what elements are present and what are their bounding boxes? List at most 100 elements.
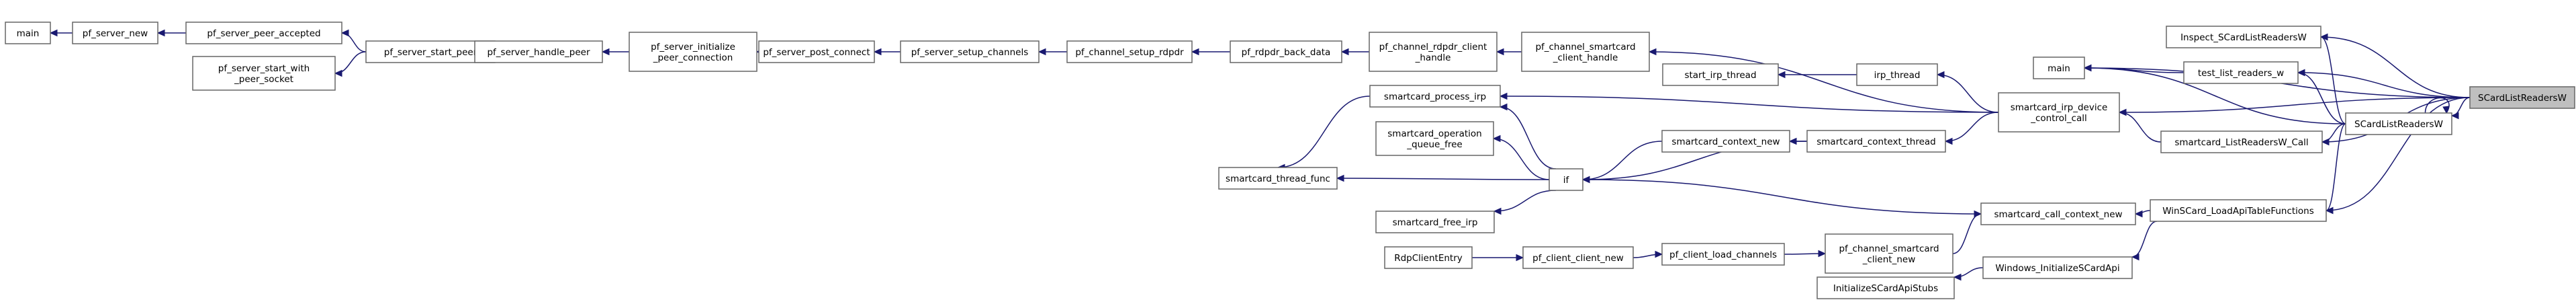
node-pf-client-load-channels[interactable]: pf_client_load_channels (1661, 243, 1785, 266)
edge-arrowhead (1340, 48, 1349, 56)
edge-arrowhead (49, 29, 58, 37)
edge-if-to-smartcard_thread_func (1336, 178, 1550, 180)
node-label: pf_server_setup_channels (911, 47, 1029, 58)
edge-SCardListReadersW-to-Inspect_SCardListReadersW (2320, 36, 2471, 98)
edge-arrowhead (1038, 48, 1046, 56)
node-box (1375, 121, 1494, 156)
node-irp-thread[interactable]: irp_thread (1856, 63, 1938, 86)
node-pf-client-client-new[interactable]: pf_client_client_new (1522, 246, 1634, 269)
node-smartcard-call-context-new[interactable]: smartcard_call_context_new (1980, 202, 2136, 225)
node-label: pf_client_client_new (1532, 253, 1624, 264)
edge-arrowhead (2319, 33, 2328, 41)
node-pf-channel-smartcard-client-new[interactable]: pf_channel_smartcard_client_new (1825, 233, 1953, 274)
node-box (1982, 256, 2133, 279)
edge-SCardListReadersW_mid-to-test_list_readers_w (2297, 72, 2346, 124)
node-if[interactable]: if (1549, 168, 1583, 191)
node-label: main (2048, 63, 2070, 74)
edge-arrowhead (601, 48, 610, 56)
edge-WinSCard_LoadApiTableFunctions-to-Windows_InitializeSCardApi (2131, 221, 2158, 258)
node-main2[interactable]: main (2033, 57, 2085, 79)
node-label: pf_server_start_peer (384, 47, 477, 58)
node-pf-server-peer-accepted[interactable]: pf_server_peer_accepted (185, 22, 342, 44)
node-smartcard-operation-queue-free[interactable]: smartcard_operation_queue_free (1375, 121, 1494, 156)
node-scardlistreadersw-mid[interactable]: SCardListReadersW (2345, 112, 2452, 135)
node-pf-server-start-peer[interactable]: pf_server_start_peer (365, 40, 496, 63)
node-box (1980, 202, 2136, 225)
node-windows-initializescardapi[interactable]: Windows_InitializeSCardApi (1982, 256, 2133, 279)
node-box (5, 22, 51, 44)
node-rdpcliententry[interactable]: RdpClientEntry (1384, 246, 1473, 269)
node-smartcard-free-irp[interactable]: smartcard_free_irp (1375, 211, 1495, 233)
node-pf-server-post-connect[interactable]: pf_server_post_connect (758, 40, 875, 63)
node-pf-channel-setup-rdpdr[interactable]: pf_channel_setup_rdpdr (1066, 40, 1193, 63)
edge-arrowhead (1655, 250, 1663, 258)
node-smartcard-listreadersw-call[interactable]: smartcard_ListReadersW_Call (2160, 130, 2323, 153)
edge-arrowhead (2450, 112, 2459, 120)
node-pf-server-setup-channels[interactable]: pf_server_setup_channels (900, 40, 1040, 63)
node-scardlistreadersw[interactable]: SCardListReadersW (2469, 86, 2575, 109)
node-label: pf_server_post_connect (763, 47, 870, 58)
node-pf-rdpdr-back-data[interactable]: pf_rdpdr_back_data (1230, 40, 1342, 63)
edge-arrowhead (2134, 210, 2143, 218)
node-box (1549, 168, 1583, 191)
node-box (1369, 32, 1498, 72)
node-winscard-loadapitablefunctions[interactable]: WinSCard_LoadApiTableFunctions (2150, 199, 2327, 222)
node-box (900, 40, 1040, 63)
node-pf-server-new[interactable]: pf_server_new (72, 22, 158, 44)
node-box (1384, 246, 1473, 269)
node-label: pf_channel_smartcard (1535, 42, 1635, 52)
node-smartcard-context-new[interactable]: smartcard_context_new (1661, 130, 1790, 153)
edge-arrowhead (1496, 48, 1504, 56)
node-label: Windows_InitializeSCardApi (1995, 263, 2119, 274)
edge-pf_server_start_peer-to-pf_server_start_with_peer_socket (334, 51, 367, 74)
edge-SCardListReadersW_mid-to-smartcard_ListReadersW_Call (2321, 123, 2346, 143)
node-box (1661, 243, 1785, 266)
edge-arrowhead (1499, 103, 1508, 111)
node-label: smartcard_irp_device (2011, 102, 2108, 113)
node-smartcard-process-irp[interactable]: smartcard_process_irp (1369, 85, 1501, 108)
node-box (192, 56, 336, 91)
node-start-irp-thread[interactable]: start_irp_thread (1662, 63, 1779, 86)
node-inspect-scardlistreadersw[interactable]: Inspect_SCardListReadersW (2166, 26, 2321, 48)
node-box (758, 40, 875, 63)
edge-SCardListReadersW-to-WinSCard_LoadApiTableFunctions (2326, 97, 2471, 211)
edge-smartcard_ListReadersW_Call-to-smartcard_irp_device_control_call (2119, 112, 2162, 143)
node-pf-server-initialize-peer-connection[interactable]: pf_server_initialize_peer_connection (629, 32, 757, 72)
node-label: smartcard_process_irp (1384, 91, 1486, 102)
edge-arrowhead (156, 29, 165, 37)
edge-arrowhead (1936, 71, 1945, 79)
edge-arrowhead (1818, 250, 1827, 258)
node-label: pf_channel_smartcard (1839, 243, 1939, 254)
node-label: smartcard_context_thread (1816, 137, 1936, 147)
node-box (185, 22, 342, 44)
node-initializescardapistubs[interactable]: InitializeSCardApiStubs (1816, 276, 1955, 299)
node-pf-server-start-with-peer-socket[interactable]: pf_server_start_with_peer_socket (192, 56, 336, 91)
node-label: _client_new (1862, 254, 1915, 265)
edge-arrowhead (334, 69, 342, 77)
node-main1[interactable]: main (5, 22, 51, 44)
node-smartcard-context-thread[interactable]: smartcard_context_thread (1806, 130, 1946, 153)
node-label: pf_server_initialize (651, 42, 735, 52)
node-box (1998, 92, 2120, 133)
edge-smartcard_process_irp-to-smartcard_thread_func (1277, 96, 1371, 168)
node-label: Inspect_SCardListReadersW (2180, 32, 2307, 43)
node-smartcard-irp-device-control-call[interactable]: smartcard_irp_device_control_call (1998, 92, 2120, 133)
node-smartcard-thread-func[interactable]: smartcard_thread_func (1218, 167, 1338, 190)
node-label: _handle (1415, 52, 1451, 63)
node-box (1825, 233, 1953, 274)
edge-arrowhead (873, 48, 882, 56)
node-label: start_irp_thread (1684, 70, 1756, 81)
node-pf-channel-smartcard-client-handle[interactable]: pf_channel_smartcard_client_handle (1521, 32, 1650, 72)
edge-arrowhead (2118, 108, 2127, 116)
node-box (1856, 63, 1938, 86)
node-box (1816, 276, 1955, 299)
edge-smartcard_call_context_new-to-if (1582, 179, 1982, 215)
edge-if-to-smartcard_free_irp (1493, 190, 1557, 212)
node-test-list-readers-w[interactable]: test_list_readers_w (2183, 61, 2299, 84)
node-pf-server-handle-peer[interactable]: pf_server_handle_peer (474, 40, 603, 63)
node-label: SCardListReadersW (2354, 119, 2443, 130)
node-box (1521, 32, 1650, 72)
node-label: if (1563, 175, 1570, 186)
node-pf-channel-rdpdr-client-handle[interactable]: pf_channel_rdpdr_client_handle (1369, 32, 1498, 72)
